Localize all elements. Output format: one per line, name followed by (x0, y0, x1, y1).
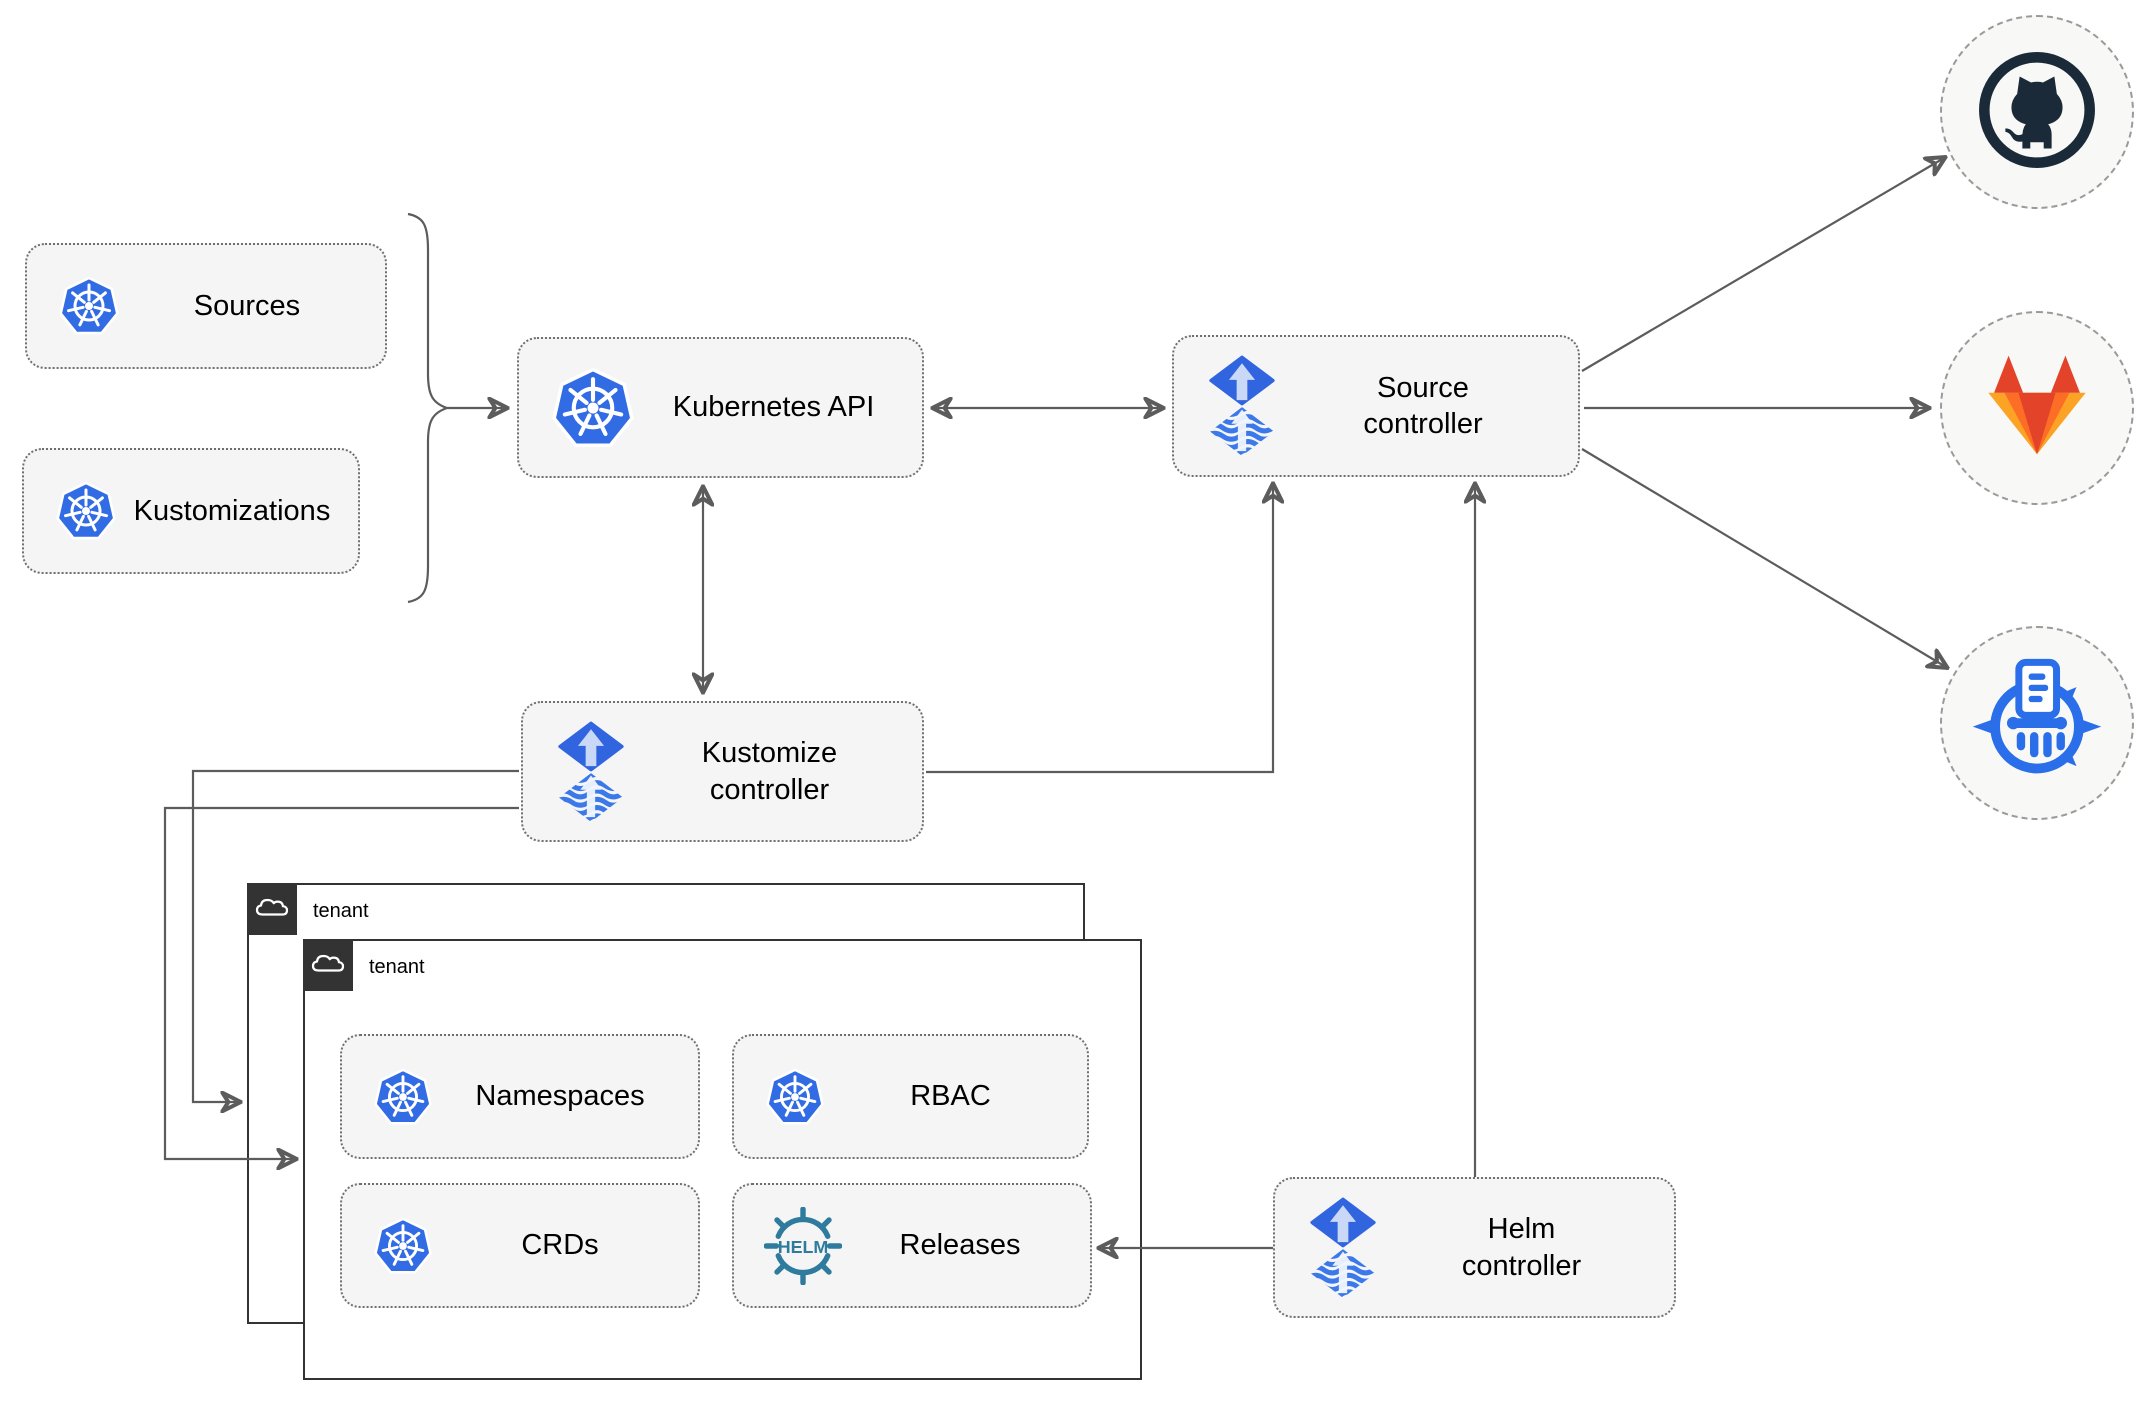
endpoint-gitlab (1940, 311, 2134, 505)
kubernetes-icon (764, 1066, 826, 1128)
node-label: Sources (193, 289, 301, 322)
node-releases: HELM Releases (732, 1183, 1092, 1308)
edge-source-to-chartmuseum (1581, 448, 1946, 667)
node-label: CRDs (521, 1229, 599, 1262)
node-kubernetes-api: Kubernetes API (517, 337, 924, 478)
cloud-icon (254, 894, 290, 925)
node-label: Helm controller (1461, 1213, 1582, 1282)
node-kustomizations: Kustomizations (22, 448, 360, 574)
chartmuseum-icon (1970, 654, 2104, 793)
helm-icon: HELM (764, 1206, 842, 1285)
tenant-tab (303, 939, 353, 991)
node-label: Kubernetes API (672, 391, 875, 424)
tenant-label: tenant (369, 955, 425, 978)
tenant-label: tenant (313, 899, 369, 922)
kubernetes-icon (549, 364, 637, 452)
kubernetes-icon (54, 479, 118, 543)
node-label: RBAC (910, 1080, 991, 1113)
node-crds: CRDs (340, 1183, 700, 1308)
endpoint-github (1940, 15, 2134, 209)
node-sources: Sources (25, 243, 387, 369)
kubernetes-icon (372, 1215, 434, 1277)
node-label: Source controller (1363, 371, 1483, 440)
github-icon (1975, 48, 2099, 177)
node-kustomize-controller: Kustomize controller (521, 701, 924, 842)
edge-source-to-github (1581, 158, 1944, 372)
node-helm-controller: Helm controller (1273, 1177, 1676, 1318)
bracket-sources-group (407, 212, 451, 604)
node-label: Kustomize controller (701, 737, 838, 806)
node-rbac: RBAC (732, 1034, 1089, 1159)
flux-icon (553, 721, 629, 823)
edge-kustomize-to-source-controller (926, 485, 1273, 774)
endpoint-chartmuseum (1940, 626, 2134, 820)
node-source-controller: Source controller (1172, 335, 1580, 477)
flux-icon (1305, 1197, 1381, 1299)
tenant-tab (247, 883, 297, 935)
gitlab-icon (1979, 352, 2095, 464)
node-label: Releases (899, 1229, 1021, 1262)
node-label: Kustomizations (133, 494, 331, 527)
tenant-group-front: tenant (303, 939, 1142, 1380)
cloud-icon (310, 950, 346, 981)
node-label: Namespaces (475, 1080, 645, 1113)
node-namespaces: Namespaces (340, 1034, 700, 1159)
svg-text:HELM: HELM (778, 1237, 829, 1257)
kubernetes-icon (57, 274, 121, 338)
flux-icon (1204, 355, 1280, 457)
kubernetes-icon (372, 1066, 434, 1128)
